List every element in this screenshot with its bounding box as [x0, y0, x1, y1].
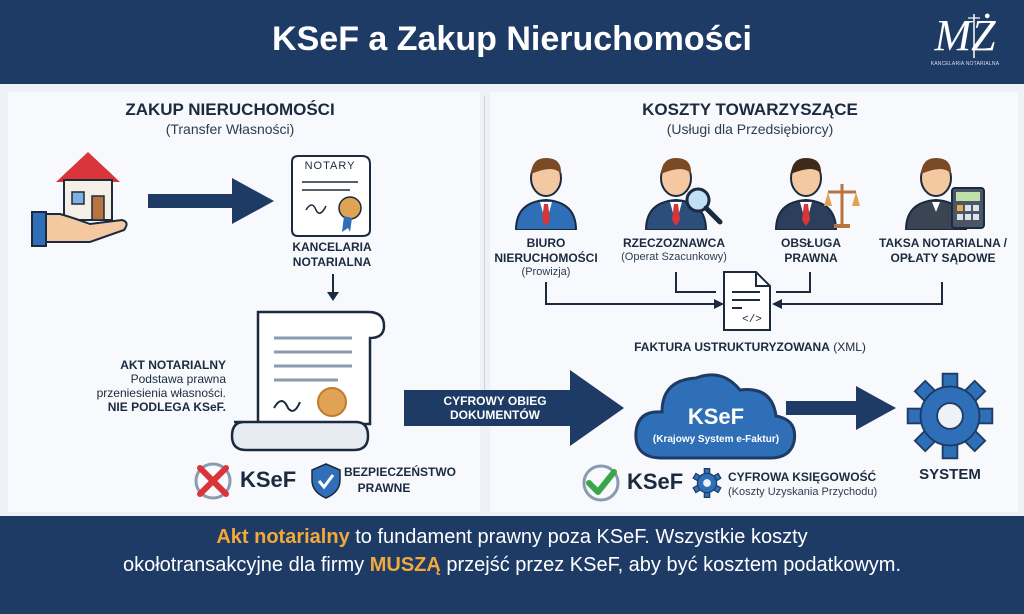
svg-text:MŻ: MŻ	[933, 11, 996, 60]
left-section-title: ZAKUP NIERUCHOMOŚCI	[125, 100, 335, 119]
service-3-line2: PRAWNA	[784, 251, 838, 265]
service-1-sub: (Prowizja)	[521, 266, 571, 278]
invoice-label: FAKTURA USTRUKTURYZOWANA (XML)	[600, 340, 900, 354]
notary-calculator-icon	[904, 158, 985, 230]
arrow-right-icon	[148, 178, 274, 224]
digital-accounting-sub: (Koszty Uzyskania Przychodu)	[728, 486, 878, 498]
service-1-line1: BIURO	[526, 236, 566, 250]
ksef-cloud-icon: KSeF (Krajowy System e-Faktur)	[634, 373, 797, 460]
legal-service-icon	[774, 158, 860, 230]
akt-line2: przeniesienia własności.	[96, 386, 226, 400]
crossed-circle-icon	[194, 462, 232, 500]
flow-line1: CYFROWY OBIEG	[443, 394, 547, 408]
real-estate-agent-icon	[514, 158, 578, 230]
footer-line2-b: przejść przez KSeF, aby być kosztem poda…	[440, 554, 902, 576]
footer-line2-a: okołotransakcyjne dla firmy	[122, 554, 370, 576]
invoice-label-bold: FAKTURA USTRUKTURYZOWANA	[634, 340, 830, 354]
arrow-to-system-icon	[786, 386, 896, 430]
security-label-line2: PRAWNE	[357, 481, 411, 495]
office-label-line2: NOTARIALNA	[292, 255, 372, 269]
office-label-line1: KANCELARIA	[292, 240, 372, 254]
logo-caption: KANCELARIA NOTARIALNA	[930, 61, 1000, 67]
cloud-title: KSeF	[688, 404, 744, 429]
akt-line1: Podstawa prawna	[130, 372, 226, 386]
service-3-line1: OBSŁUGA	[781, 236, 841, 250]
footer-line2: okołotransakcyjne dla firmy MUSZĄ przejś…	[0, 554, 1024, 577]
akt-note: NIE PODLEGA KSeF.	[107, 400, 226, 414]
service-4-line1: TAKSA NOTARIALNA /	[879, 236, 1007, 250]
flow-line2: DOKUMENTÓW	[450, 408, 540, 422]
section-divider	[484, 96, 485, 416]
small-gear-icon	[692, 468, 722, 498]
security-label-line1: BEZPIECZEŃSTWO	[344, 465, 457, 479]
footer-highlight-musza: MUSZĄ	[369, 554, 441, 576]
page-title: KSeF a Zakup Nieruchomości	[272, 20, 752, 58]
footer-bar	[0, 516, 1024, 614]
service-2-line1: RZECZOZNAWCA	[623, 236, 725, 250]
footer-line1-rest: to fundament prawny poza KSeF. Wszystkie…	[349, 526, 808, 548]
notary-document-icon	[291, 155, 371, 237]
service-connectors	[545, 272, 943, 309]
xml-invoice-icon: </>	[723, 271, 771, 331]
notarial-deed-description: AKT NOTARIALNY Podstawa prawna przeniesi…	[88, 358, 226, 414]
service-1-line2: NIERUCHOMOŚCI	[494, 251, 598, 265]
notary-logo-icon: MŻ	[933, 11, 996, 60]
left-section-subtitle: (Transfer Własności)	[165, 121, 295, 137]
house-in-hand-icon	[31, 152, 128, 247]
digital-flow-label: CYFROWY OBIEG DOKUMENTÓW	[420, 394, 570, 422]
digital-flow-arrow-icon	[404, 370, 624, 446]
service-4-line2: OPŁATY SĄDOWE	[890, 251, 996, 265]
system-gear-icon	[906, 372, 994, 460]
check-circle-icon	[582, 464, 620, 502]
cloud-sub: (Krajowy System e-Faktur)	[653, 434, 779, 445]
invoice-label-tail: (XML)	[829, 340, 866, 354]
ksef-crossed-label: KSeF	[240, 467, 297, 492]
right-section-title: KOSZTY TOWARZYSZĄCE	[642, 100, 858, 119]
svg-text:</>: </>	[742, 314, 762, 326]
system-label: SYSTEM	[919, 466, 981, 483]
footer-line1: Akt notarialny to fundament prawny poza …	[0, 526, 1024, 549]
digital-accounting-title: CYFROWA KSIĘGOWOŚĆ	[728, 470, 877, 484]
service-2-sub: (Operat Szacunkowy)	[621, 251, 727, 263]
shield-icon	[311, 463, 341, 499]
notary-doc-label: NOTARY	[304, 160, 356, 172]
ksef-checked-label: KSeF	[627, 469, 684, 494]
arrow-down-icon	[327, 274, 339, 301]
header-bar	[0, 0, 1024, 84]
footer-highlight-akt: Akt notarialny	[216, 526, 350, 548]
appraiser-icon	[644, 158, 723, 230]
akt-title: AKT NOTARIALNY	[120, 358, 226, 372]
right-section-subtitle: (Usługi dla Przedsiębiorcy)	[666, 121, 834, 137]
notarial-deed-scroll-icon	[230, 310, 386, 452]
